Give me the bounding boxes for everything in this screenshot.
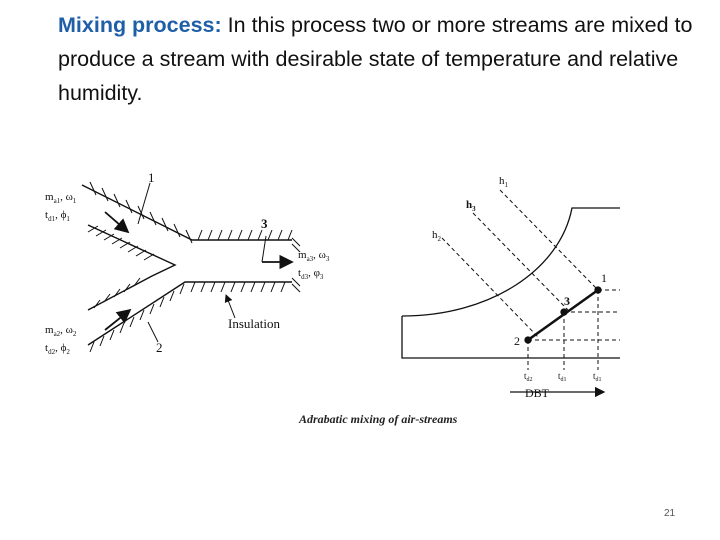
- humidity-lines: [528, 289, 620, 341]
- point2-label: 2: [156, 340, 163, 355]
- duct-wall-lower: [87, 281, 292, 346]
- td1-label: td1: [558, 371, 567, 383]
- point2-chart-label: 2: [514, 334, 520, 348]
- title-lead: Mixing process:: [58, 13, 222, 37]
- state-point-1: [594, 286, 602, 294]
- stream1-mass-label: ma1, ω1: [45, 191, 77, 205]
- state-point-2: [524, 336, 532, 344]
- point1-chart-label: 1: [601, 271, 607, 285]
- stream3-mass-label: ma3, ω3: [298, 249, 330, 263]
- h3-label: h3: [466, 199, 476, 213]
- insulation-label: Insulation: [228, 316, 280, 331]
- stream1-arrow: [104, 211, 130, 234]
- hatching-outlet-ends: [291, 237, 301, 293]
- psychrometric-chart: [401, 189, 620, 398]
- h1-label: h1: [499, 175, 509, 189]
- td2-label: td2: [524, 371, 533, 383]
- title-body: In this process two or more streams are …: [58, 13, 693, 105]
- enthalpy-lines: [441, 189, 599, 339]
- slide-title: Mixing process: In this process two or m…: [58, 8, 708, 110]
- dbt-lines: [527, 290, 599, 370]
- duct-wall-upper-inner: [87, 224, 177, 311]
- point3-label: 3: [261, 216, 268, 231]
- stream3-temp-label: td3, φ3: [298, 267, 324, 281]
- leader-insulation: [224, 294, 236, 319]
- figure-caption: Adrabatic mixing of air-streams: [299, 412, 458, 426]
- leader-point2: [147, 321, 159, 343]
- h2-label: h2: [432, 229, 442, 243]
- mixing-chamber-diagram: [81, 181, 301, 353]
- hatching-lower: [89, 281, 286, 353]
- stream2-arrow: [104, 308, 132, 331]
- state-point-3: [560, 308, 568, 316]
- saturation-curve: [401, 207, 620, 317]
- chart-frame: [401, 316, 620, 359]
- page-number: 21: [664, 508, 676, 519]
- mixing-figure: ma1, ω1 td1, ϕ1 1 ma2, ω2 td2, ϕ2 2 3 ma…: [45, 170, 620, 400]
- leader-point1: [137, 182, 151, 225]
- dbt-axis-label: DBT: [525, 386, 550, 400]
- stream2-mass-label: ma2, ω2: [45, 324, 77, 338]
- stream2-temp-label: td2, ϕ2: [45, 342, 70, 356]
- hatching-middle: [87, 225, 155, 309]
- leader-point3: [261, 235, 267, 263]
- hatching-upper: [89, 181, 293, 244]
- point3-chart-label: 3: [564, 294, 570, 308]
- stream1-temp-label: td1, ϕ1: [45, 209, 70, 223]
- point1-label: 1: [148, 170, 155, 185]
- tdl-label: td1: [593, 371, 602, 383]
